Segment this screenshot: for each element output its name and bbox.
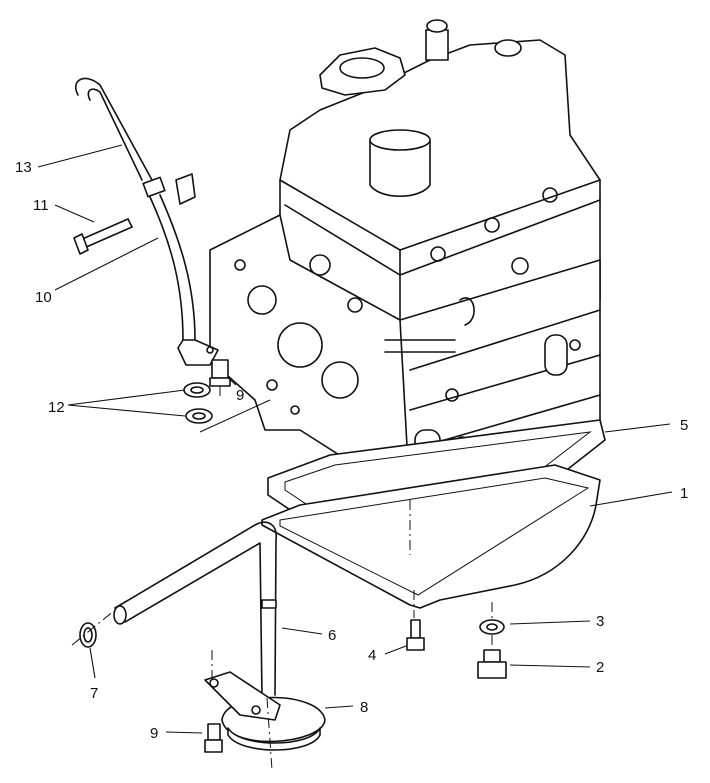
engine-block [209,19,601,501]
callout-9-upper: 9 [236,387,244,404]
leader-8 [324,705,354,709]
oil-pickup-tube [113,521,278,699]
leader-11 [54,204,95,223]
bolt-9-upper [209,359,231,387]
seal-washers-12 [183,382,271,433]
leader-13 [37,144,123,168]
callout-5: 5 [680,417,688,434]
callout-1: 1 [680,485,688,502]
drain-plug-washer [479,619,505,635]
oil-pan [261,464,601,609]
callout-9-lower: 9 [150,725,158,742]
assembly-center-lines [71,386,493,771]
callout-6: 6 [328,627,336,644]
callout-10: 10 [35,289,52,306]
callout-13: 13 [15,159,32,176]
callout-2: 2 [596,659,604,676]
leader-5 [604,423,671,433]
leader-7 [89,647,96,679]
oil-strainer [204,671,326,751]
leader-9-lower [165,731,203,734]
leader-6 [281,627,323,635]
callout-3: 3 [596,613,604,630]
callout-8: 8 [360,699,368,716]
leader-2 [509,664,591,668]
leader-3 [509,620,591,625]
dipstick-assembly [75,77,219,366]
leader-10 [54,237,159,291]
leader-1 [589,491,673,507]
leader-12 [67,389,186,417]
leader-9-upper [227,377,237,386]
callout-4: 4 [368,647,376,664]
bolt-9-lower [204,723,223,753]
leader-4 [384,645,407,655]
leader-lines [37,144,673,734]
callout-7: 7 [90,685,98,702]
drain-plug [477,649,507,679]
o-ring-7 [79,622,97,648]
callout-12: 12 [48,399,65,416]
callout-labels: 1 2 3 4 5 6 7 8 9 9 10 11 12 13 [15,159,688,742]
bolt-11 [73,218,133,255]
callout-11: 11 [33,197,49,214]
bolt-4 [406,619,425,651]
